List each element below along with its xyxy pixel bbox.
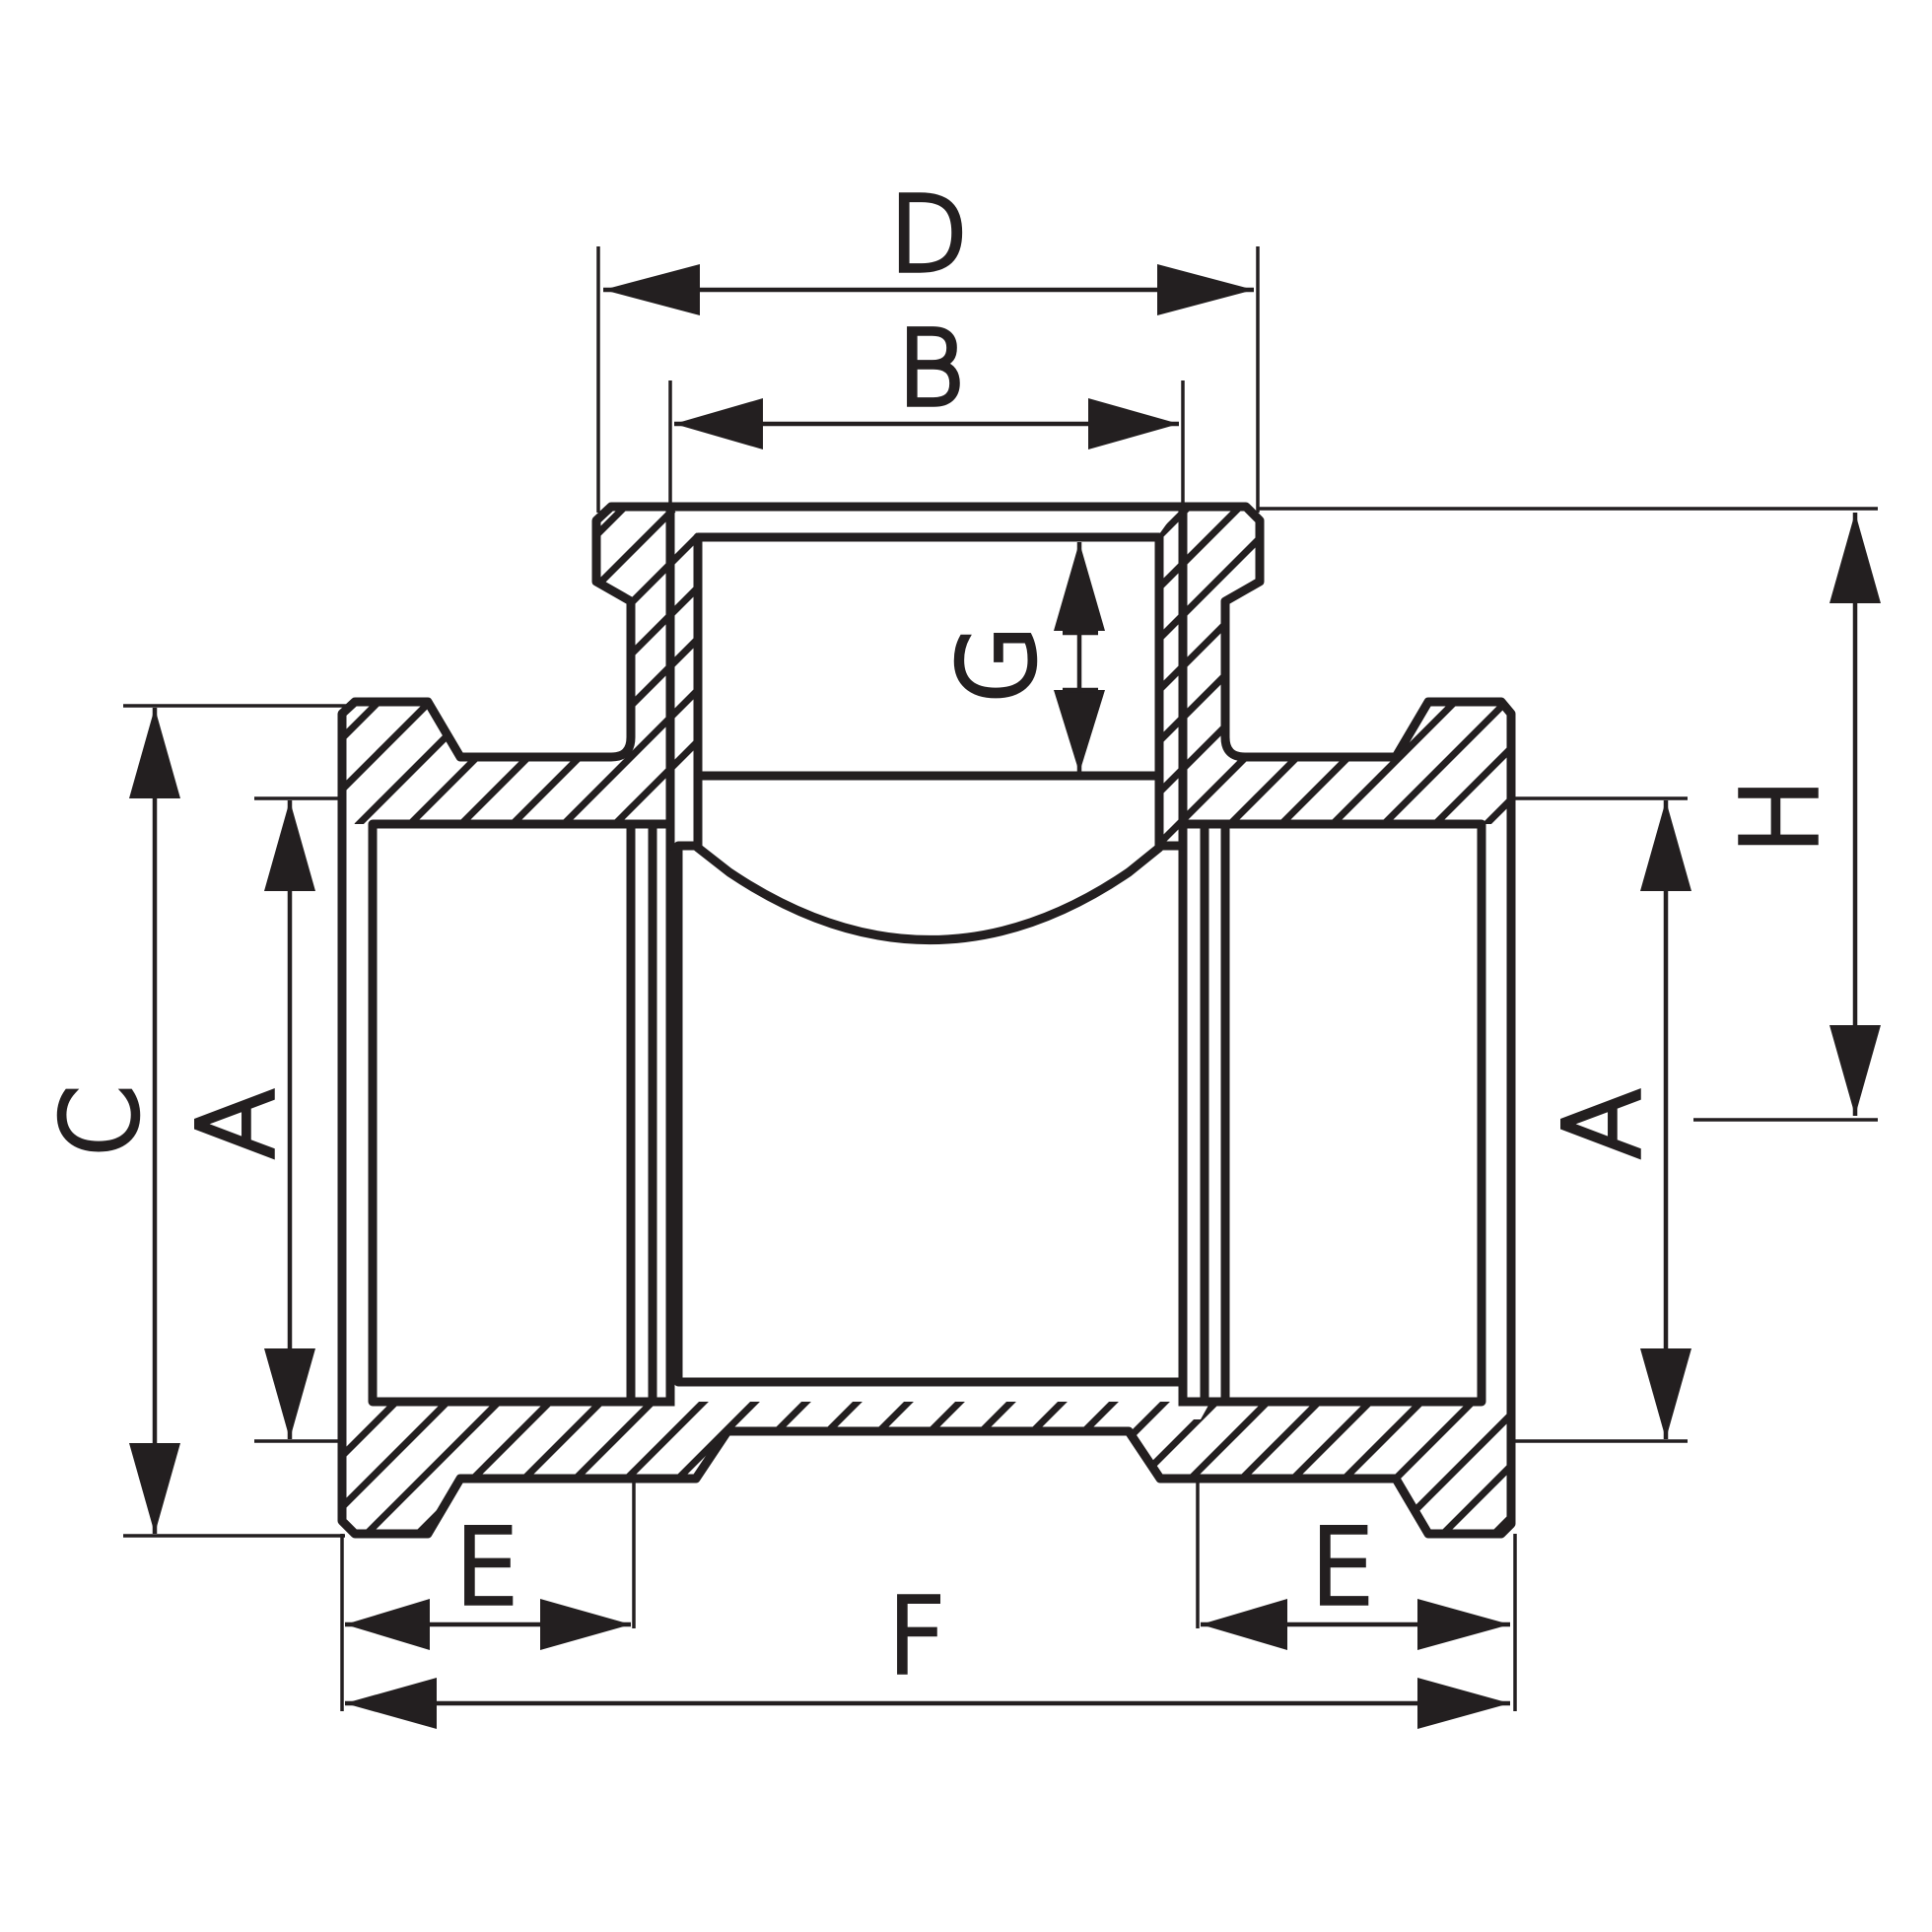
dimension-labels: D B F E E C A A H G bbox=[37, 172, 1843, 1699]
hatch-line bbox=[1711, 0, 1932, 1932]
label-D: D bbox=[889, 174, 968, 295]
label-E-right: E bbox=[1310, 1507, 1375, 1627]
hatch-line bbox=[1557, 0, 1932, 1932]
hatch-line bbox=[1660, 0, 1932, 1932]
dimension-C bbox=[129, 708, 180, 1534]
label-G: G bbox=[937, 625, 1058, 705]
dimension-lines bbox=[129, 264, 1881, 1729]
hatch-line bbox=[1814, 0, 1932, 1932]
dimension-A-right bbox=[1640, 800, 1691, 1439]
label-A-right: A bbox=[1543, 1088, 1663, 1158]
dimension-E-right bbox=[1201, 1599, 1510, 1650]
label-C: C bbox=[40, 1086, 161, 1158]
hatch-line bbox=[1609, 0, 1932, 1932]
branch-bore bbox=[665, 502, 1188, 944]
label-E-left: E bbox=[454, 1507, 519, 1627]
dimension-D bbox=[603, 264, 1254, 315]
label-A-left: A bbox=[176, 1088, 297, 1158]
hatch-line bbox=[1502, 507, 1511, 1534]
hatch-line bbox=[1865, 0, 1932, 1932]
dimension-A-left bbox=[264, 800, 315, 1439]
hatch-line bbox=[1762, 0, 1932, 1932]
run-bore bbox=[368, 819, 1486, 1407]
dimension-G bbox=[1054, 542, 1105, 773]
label-B: B bbox=[897, 309, 964, 429]
label-H: H bbox=[1720, 778, 1840, 855]
dimension-H bbox=[1829, 513, 1881, 1116]
dimension-B bbox=[674, 398, 1179, 449]
label-F: F bbox=[887, 1576, 946, 1696]
hatch-line bbox=[1916, 0, 1932, 1932]
dimension-E-left bbox=[345, 1599, 631, 1650]
hatch-line bbox=[342, 507, 367, 1534]
dimension-F bbox=[345, 1678, 1510, 1729]
hatch-line bbox=[1451, 507, 1511, 1534]
hatch-line bbox=[0, 0, 260, 1932]
hatch-line bbox=[0, 0, 209, 1932]
hatch-line bbox=[0, 0, 158, 1932]
extension-lines bbox=[123, 246, 1878, 1711]
